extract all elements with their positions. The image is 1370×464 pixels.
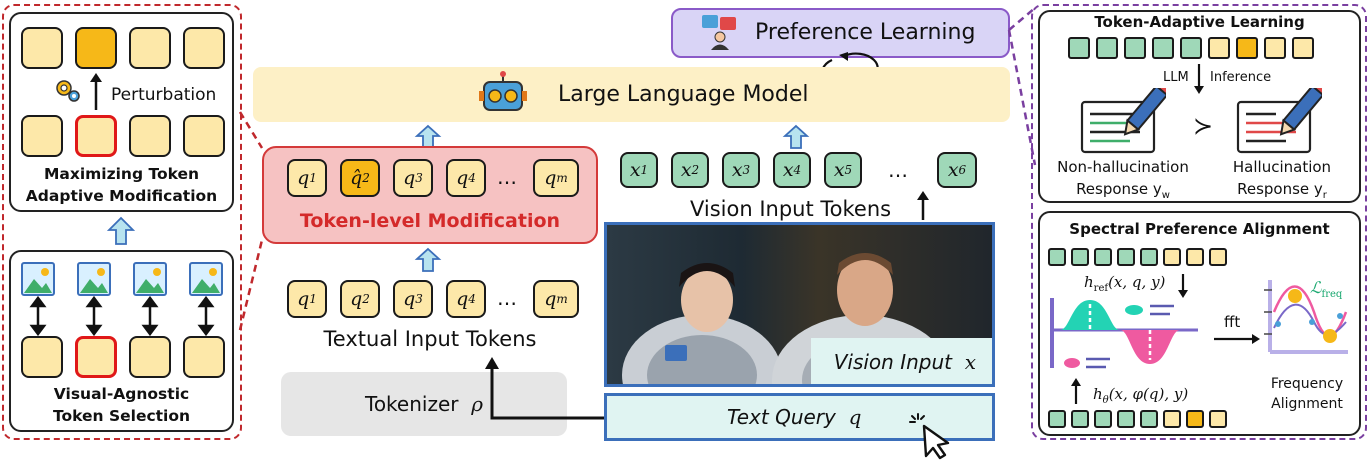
- fft-label: fft: [1224, 313, 1241, 331]
- non-hallucination-label: Non-hallucination: [1057, 158, 1189, 176]
- query-arrow: [485, 357, 607, 420]
- token-selected: [75, 27, 117, 69]
- response-yr-label: Response yr: [1237, 180, 1327, 201]
- h-theta-label: hθ(x, φ(q), y): [1093, 385, 1189, 406]
- down-arrow: [1194, 64, 1204, 94]
- llm-small-label: LLM: [1163, 70, 1189, 85]
- right-arrow: [1214, 334, 1260, 344]
- frequency-plot: [1262, 272, 1352, 362]
- left-dashed-panel: [2, 4, 242, 440]
- frequency-label-2: Alignment: [1271, 396, 1343, 412]
- purple-connectors: [1007, 7, 1037, 166]
- maximizing-title-2: Adaptive Modification: [25, 187, 218, 205]
- ellipsis: …: [497, 165, 517, 189]
- vision-input-image: Vision Input x: [604, 222, 995, 387]
- frequency-label-1: Frequency: [1270, 376, 1344, 392]
- token: [129, 336, 171, 378]
- visual-agnostic-title-1: Visual-Agnostic: [53, 385, 190, 403]
- token: [183, 336, 225, 378]
- ellipsis: …: [888, 158, 908, 182]
- block-arrow: [414, 247, 442, 272]
- succ-symbol: ≻: [1193, 112, 1214, 140]
- gear-icon: [54, 78, 82, 108]
- textual-input-tokens-label: Textual Input Tokens: [323, 327, 537, 351]
- tokenizer-box: [281, 372, 567, 436]
- image-icons: [21, 262, 231, 300]
- l-freq-label: ℒfreq: [1310, 278, 1343, 301]
- preference-learning-label: Preference Learning: [755, 20, 976, 45]
- token: [183, 27, 225, 69]
- llm-box: [253, 67, 1010, 122]
- up-arrow: [90, 73, 102, 110]
- maximizing-title-1: Maximizing Token: [43, 165, 200, 183]
- hallucination-label: Hallucination: [1232, 158, 1332, 176]
- cursor-click-icon: [908, 412, 958, 464]
- block-arrow: [107, 216, 135, 245]
- token: [21, 336, 63, 378]
- people-icon: [700, 13, 740, 55]
- text-token-modified: q̂2: [340, 159, 380, 197]
- waveform-plot: [1046, 296, 1206, 376]
- vision-input-caption: [811, 338, 992, 384]
- vision-input-label: Vision Input x: [833, 350, 976, 374]
- spectral-title: Spectral Preference Alignment: [1069, 220, 1330, 238]
- token-adaptive-title: Token-Adaptive Learning: [1094, 13, 1305, 31]
- text-query-label: Text Query q: [727, 405, 862, 429]
- token: [183, 115, 225, 157]
- robot-icon: [479, 70, 527, 120]
- perturbation-label: Perturbation: [111, 85, 217, 105]
- llm-label: Large Language Model: [558, 82, 809, 107]
- token: [129, 27, 171, 69]
- up-arrow: [917, 191, 929, 220]
- h-ref-label: href(x, q, y): [1084, 273, 1166, 294]
- token: [21, 115, 63, 157]
- visual-agnostic-title-2: Token Selection: [52, 407, 191, 425]
- inference-label: Inference: [1210, 70, 1272, 85]
- token: [21, 27, 63, 69]
- vision-input-tokens-label: Vision Input Tokens: [690, 197, 892, 221]
- non-hallucination-doc-icon: [1080, 79, 1174, 160]
- token-selected: [75, 336, 117, 378]
- connector-lines: [238, 111, 264, 331]
- ellipsis: …: [497, 286, 517, 310]
- block-arrow: [782, 124, 810, 149]
- token-modification-label: Token-level Modification: [299, 210, 561, 232]
- token-selected: [75, 115, 117, 157]
- up-arrow: [1071, 378, 1081, 404]
- response-yw-label: Response yw: [1076, 180, 1170, 201]
- double-arrows: [29, 296, 215, 336]
- down-arrow: [1178, 274, 1188, 298]
- token: [129, 115, 171, 157]
- hallucination-doc-icon: [1236, 79, 1330, 160]
- right-dashed-panel: [1031, 4, 1367, 440]
- tokenizer-label: Tokenizer ρ: [365, 392, 483, 416]
